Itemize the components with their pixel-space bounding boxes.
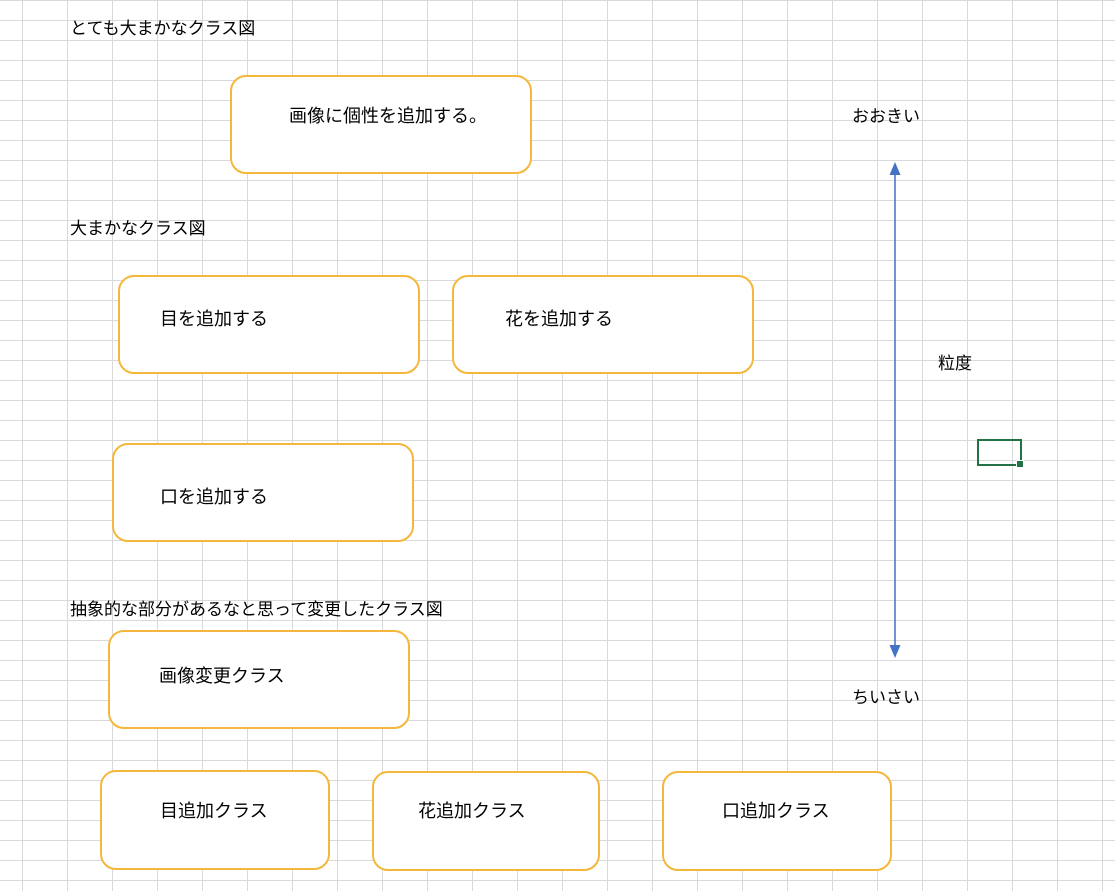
shape-image-change-class-label: 画像変更クラス bbox=[159, 666, 285, 687]
shape-eye-add-class-label: 目追加クラス bbox=[160, 801, 268, 822]
shape-add-individuality-label: 画像に個性を追加する。 bbox=[289, 106, 487, 127]
scale-bottom-label: ちいさい bbox=[852, 688, 920, 708]
active-cell-selection[interactable] bbox=[977, 439, 1024, 468]
shape-mouth-add-class[interactable]: 口追加クラス bbox=[662, 771, 892, 871]
shape-add-eyes-label: 目を追加する bbox=[160, 309, 268, 330]
shape-flower-add-class[interactable]: 花追加クラス bbox=[372, 771, 600, 871]
double-headed-arrow[interactable] bbox=[870, 150, 920, 670]
arrow-head-down bbox=[889, 645, 901, 658]
scale-top-label: おおきい bbox=[852, 107, 920, 127]
heading-very-rough-class-diagram: とても大まかなクラス図 bbox=[70, 19, 256, 39]
shape-add-mouth-label: 口を追加する bbox=[160, 487, 268, 508]
scale-middle-label: 粒度 bbox=[938, 354, 972, 374]
arrow-head-up bbox=[889, 162, 901, 175]
heading-abstract-class-diagram: 抽象的な部分があるなと思って変更したクラス図 bbox=[70, 600, 443, 620]
shape-image-change-class[interactable]: 画像変更クラス bbox=[108, 630, 410, 729]
shape-add-flower[interactable]: 花を追加する bbox=[452, 275, 754, 374]
shape-add-individuality[interactable]: 画像に個性を追加する。 bbox=[230, 75, 532, 174]
shape-flower-add-class-label: 花追加クラス bbox=[418, 801, 526, 822]
heading-rough-class-diagram: 大まかなクラス図 bbox=[70, 219, 206, 239]
fill-handle[interactable] bbox=[1016, 460, 1024, 468]
shape-eye-add-class[interactable]: 目追加クラス bbox=[100, 770, 330, 870]
shape-add-flower-label: 花を追加する bbox=[505, 309, 613, 330]
shape-add-mouth[interactable]: 口を追加する bbox=[112, 443, 414, 542]
shape-add-eyes[interactable]: 目を追加する bbox=[118, 275, 420, 374]
shape-mouth-add-class-label: 口追加クラス bbox=[722, 801, 830, 822]
